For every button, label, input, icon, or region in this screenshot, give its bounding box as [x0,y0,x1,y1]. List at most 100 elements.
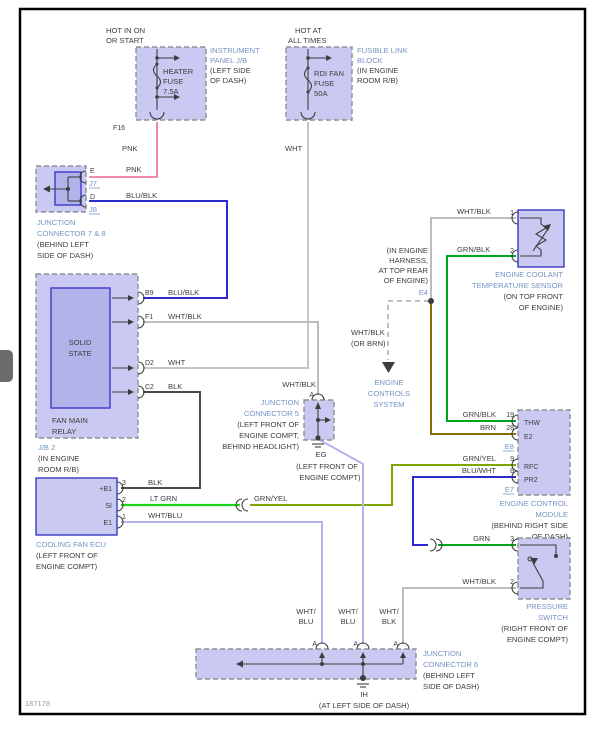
component-location: ENGINE COMPT) [36,562,98,571]
component-name: SWITCH [538,613,568,622]
component-location: (LEFT FRONT OF [36,551,98,560]
ground-node [360,675,366,681]
pin-socket-icon [511,470,519,484]
power-source-label: ALL TIMES [288,36,326,45]
link-e8[interactable]: E8 [505,442,514,451]
component-location: (BEHIND LEFT [37,240,89,249]
switch-arm-arrow-icon [530,558,538,565]
component-name: RELAY [52,427,76,436]
wire-blublk [89,200,228,299]
wire-label-pnk: PNK [122,144,138,153]
wire-grnblk [446,255,516,422]
component-name: TEMPERATURE SENSOR [472,281,564,290]
link-j7[interactable]: J7 [89,179,97,188]
pin-number: 1 [510,210,514,217]
wire-label-ltgrn: LT GRN [150,494,177,503]
fuse-label: FUSE [163,77,183,86]
branch-arrow-icon [325,417,331,423]
up-arrow-icon [315,402,321,409]
ground-location: ENGINE COMPT) [299,473,361,482]
pin-label-a: A [312,641,317,648]
branch-arrow-icon [174,94,180,100]
component-location: ENGINE COMPT) [507,635,569,644]
pin-number: 3 [510,536,514,543]
wire-label-whtblu: WHT/ [296,607,316,616]
component-name: CONNECTOR 5 [244,409,299,418]
splice-location: (IN ENGINE [387,246,428,255]
component-location: OF DASH) [210,76,247,85]
page-edge-tab[interactable] [0,350,13,382]
solid-state-box [50,287,111,409]
power-source-label: OR START [106,36,144,45]
bus-arrow-icon [43,185,50,193]
pin-socket-icon [137,361,145,375]
junction-connector-7-8: E J7 D J8 JUNCTION CONNECTOR 7 & 8 (BEHI… [35,165,106,260]
wire-label-brn: BRN [480,423,496,432]
engine-controls-arrow-icon [382,362,395,373]
link-j8[interactable]: J8 [89,205,97,214]
wire-whtblk-f1 [143,321,319,395]
link-e7[interactable]: E7 [505,485,514,494]
wire-whtblu-e1 [121,521,323,644]
pin-label-rfc: RFC [524,464,538,471]
cooling-fan-ecu: +B1 SI E1 3 2 1 BLK LT GRN GRN/YEL WHT/B… [35,477,287,571]
pin-socket-icon [79,170,87,184]
component-location: ROOM R/B) [38,465,79,474]
bus-arrow-icon [236,660,243,668]
splice-location: AT TOP REAR [378,266,428,275]
wire-pnk [89,122,158,178]
component-location: (BEHIND RIGHT SIDE [491,521,568,530]
wire-label-whtblk: WHT/BLK [462,577,496,586]
connector-socket-icon [149,111,165,120]
fuse-label: HEATER [163,67,194,76]
pin-label-a: A [353,641,358,648]
wire-label-whtblu: BLU [341,617,356,626]
fan-main-relay: SOLID STATE FAN MAIN RELAY J/B 2 (IN ENG… [35,273,154,474]
fusible-link-block: HOT AT ALL TIMES RDI FAN FUSE 50A FUSIBL… [285,26,408,121]
wire-label-whtblu: WHT/ [338,607,358,616]
pin-socket-icon [137,315,145,329]
pin-number: 2 [510,579,514,586]
pin-socket-icon [116,515,124,529]
wire-label-bluwht: BLU/WHT [462,466,497,475]
wire-label-grn: GRN [473,534,490,543]
instrument-panel-jb-box [135,46,207,121]
wires-layer [89,122,516,644]
pin-socket-icon [311,393,325,401]
wire-label-wht: WHT [285,144,303,153]
wire-wht-main [143,122,309,369]
wire-label-grnblk: GRN/BLK [463,410,496,419]
pin-socket-icon [137,291,145,305]
component-name: CONNECTOR 6 [423,660,478,669]
link-e4[interactable]: E4 [419,288,428,297]
wire-bluwht [412,476,516,546]
component-location: OF DASH) [532,532,569,541]
component-location: (LEFT SIDE [210,66,251,75]
ground-location: (AT LEFT SIDE OF DASH) [319,701,410,710]
wire-label-blk: BLK [168,382,182,391]
component-name: PRESSURE [526,602,568,611]
pin-number: 8 [510,468,514,475]
pressure-switch-box [517,537,571,600]
component-name: MODULE [536,510,569,519]
wire-label-wht: WHT [168,358,186,367]
relay-inner-label: SOLID [69,338,92,347]
wire-label-blublk: BLU/BLK [168,288,199,297]
pin-number: 28 [506,425,514,432]
thermistor-arrow-icon [543,224,551,231]
component-location: (ON TOP FRONT [504,292,564,301]
pin-label-e: E [90,168,95,175]
wire-label-whtblu: WHT/BLU [148,511,182,520]
wire-blk [121,391,201,489]
component-location: (LEFT FRONT OF [237,420,299,429]
pin-socket-icon [116,481,124,495]
wire-label-whtblk: WHT/BLK [457,207,491,216]
wire-label-grnblk: GRN/BLK [457,245,490,254]
heater-fuse-icon [152,63,162,89]
component-name: FAN MAIN [52,416,88,425]
pin-socket-icon [396,642,410,650]
component-location: (BEHIND LEFT [423,671,475,680]
inline-connector-psw-icon [429,538,443,552]
wire-label-grnyel: GRN/YEL [254,494,287,503]
fuse-label: FUSE [314,79,334,88]
